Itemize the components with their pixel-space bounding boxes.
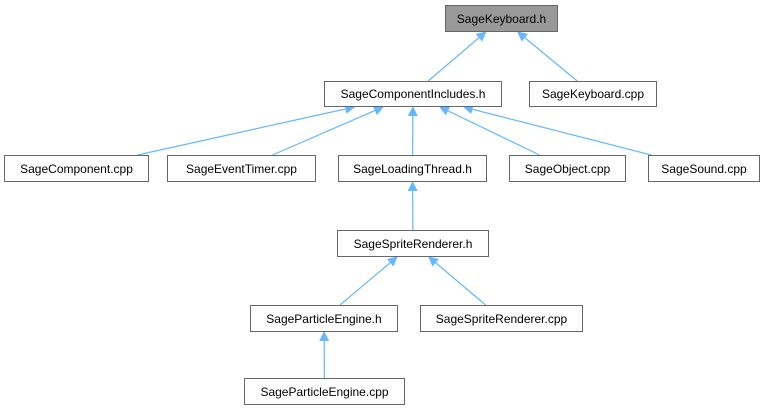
node-sagecomponentincludes-h[interactable]: SageComponentIncludes.h bbox=[324, 81, 502, 107]
node-sagespriterenderer-h[interactable]: SageSpriteRenderer.h bbox=[337, 230, 489, 257]
edge-n1-to-n0 bbox=[427, 31, 487, 82]
node-sagespriterenderer-cpp[interactable]: SageSpriteRenderer.cpp bbox=[420, 305, 583, 332]
node-sageobject-cpp[interactable]: SageObject.cpp bbox=[509, 155, 626, 182]
node-sagesound-cpp[interactable]: SageSound.cpp bbox=[648, 155, 760, 182]
edge-n6-to-n1 bbox=[439, 106, 540, 156]
edge-n10-to-n8 bbox=[428, 256, 486, 306]
node-sageloadingthread-h[interactable]: SageLoadingThread.h bbox=[338, 155, 487, 182]
node-sagecomponent-cpp[interactable]: SageComponent.cpp bbox=[4, 155, 149, 182]
edge-n7-to-n1 bbox=[462, 104, 652, 156]
node-sageeventtimer-cpp[interactable]: SageEventTimer.cpp bbox=[167, 155, 316, 182]
edge-n4-to-n1 bbox=[272, 105, 384, 156]
node-sagekeyboard-h: SageKeyboard.h bbox=[445, 5, 558, 32]
node-sagekeyboard-cpp[interactable]: SageKeyboard.cpp bbox=[529, 81, 657, 107]
edge-n9-to-n8 bbox=[339, 256, 398, 306]
node-sageparticleengine-cpp[interactable]: SageParticleEngine.cpp bbox=[244, 378, 405, 405]
edge-n2-to-n0 bbox=[517, 31, 578, 82]
node-sageparticleengine-h[interactable]: SageParticleEngine.h bbox=[250, 305, 398, 332]
edge-n3-to-n1 bbox=[137, 104, 356, 156]
